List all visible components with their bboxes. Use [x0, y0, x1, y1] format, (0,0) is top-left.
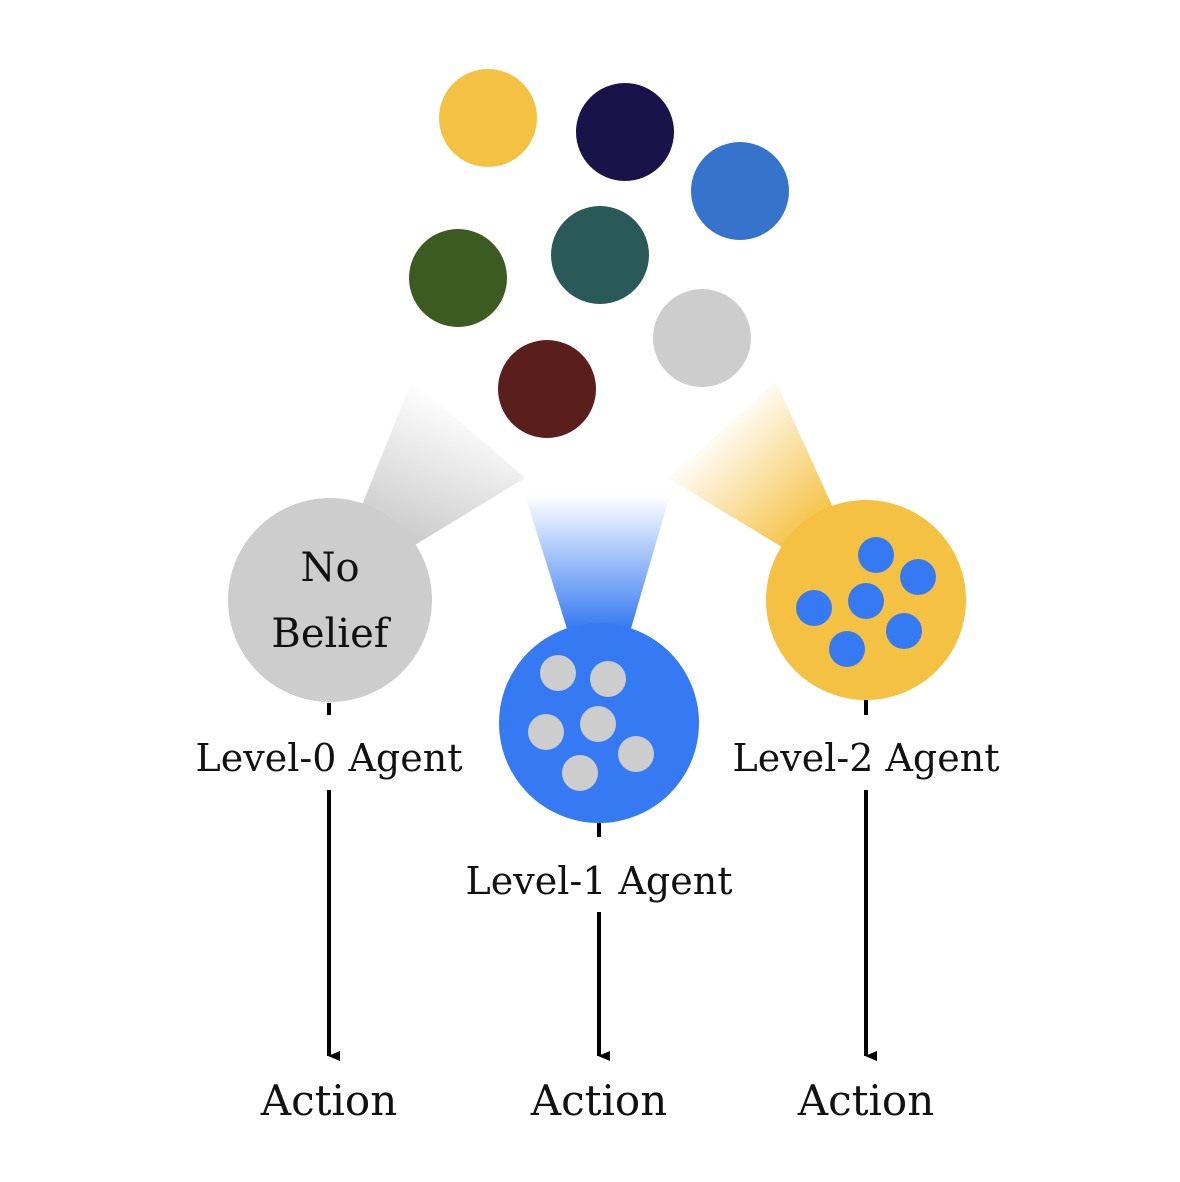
level2-belief-dot: [829, 631, 865, 667]
level2-belief-dot: [858, 537, 894, 573]
level1-belief-dot: [580, 706, 616, 742]
level1-belief-dot: [590, 661, 626, 697]
level1-belief-dot: [618, 736, 654, 772]
level0-agent-circle: [228, 498, 432, 702]
level2-action-label: Action: [797, 1076, 935, 1125]
level0-action-label: Action: [260, 1076, 398, 1125]
population-dot: [653, 289, 751, 387]
level1-agent: Level-1 Agent Action: [466, 623, 733, 1125]
level2-belief-beam: [668, 382, 835, 552]
population-dot: [439, 69, 537, 167]
level0-agent: No Belief Level-0 Agent Action: [196, 498, 463, 1125]
level0-belief-text-line2: Belief: [271, 611, 391, 657]
level2-belief-dot: [796, 590, 832, 626]
level2-belief-dot: [900, 559, 936, 595]
level1-belief-dots: [528, 655, 654, 791]
level2-agent: Level-2 Agent Action: [733, 500, 1000, 1125]
level0-belief-text-line1: No: [300, 545, 359, 591]
level1-agent-label: Level-1 Agent: [466, 859, 733, 903]
level2-agent-label: Level-2 Agent: [733, 736, 1000, 780]
level0-belief-beam: [360, 380, 525, 548]
population-dot: [498, 340, 596, 438]
population-dot: [551, 206, 649, 304]
level0-agent-label: Level-0 Agent: [196, 736, 463, 780]
population-dot: [409, 229, 507, 327]
level1-belief-dot: [562, 755, 598, 791]
level1-belief-dot: [540, 655, 576, 691]
level2-belief-dot: [886, 613, 922, 649]
level1-belief-beam: [525, 495, 670, 632]
population-group: [409, 69, 789, 438]
population-dot: [691, 142, 789, 240]
population-dot: [576, 83, 674, 181]
level1-action-label: Action: [530, 1076, 668, 1125]
level2-belief-dots: [796, 537, 936, 667]
level1-belief-dot: [528, 714, 564, 750]
level2-belief-dot: [848, 583, 884, 619]
